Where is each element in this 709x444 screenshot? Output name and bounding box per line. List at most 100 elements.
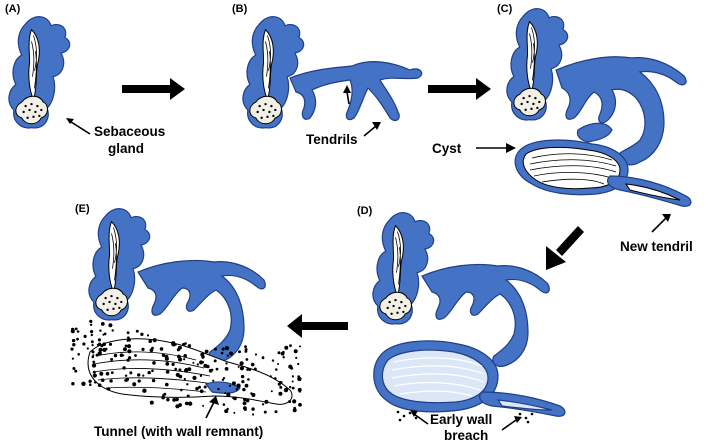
panel-b-tendrils bbox=[289, 61, 423, 122]
inflammatory-dot bbox=[142, 388, 147, 393]
inflammatory-dot bbox=[102, 342, 106, 347]
inflammatory-dot bbox=[239, 361, 244, 366]
inflammatory-dot bbox=[126, 331, 130, 335]
panel-d-cyst bbox=[381, 349, 489, 404]
inflammatory-dot bbox=[140, 332, 144, 336]
inflammatory-dot bbox=[72, 343, 76, 347]
panel-d-new-tendril-lumen bbox=[496, 399, 553, 411]
inflammatory-dot bbox=[132, 382, 137, 387]
inflammatory-dot bbox=[271, 359, 275, 362]
inflammatory-dot bbox=[221, 347, 225, 351]
inflammatory-dot bbox=[291, 380, 294, 383]
panel-e-wall-remnant bbox=[205, 381, 241, 394]
inflammatory-dot bbox=[187, 367, 192, 372]
inflammatory-dot bbox=[110, 358, 114, 361]
inflammatory-dot bbox=[103, 332, 107, 336]
inflammatory-dot bbox=[183, 358, 186, 361]
label-tendrils: Tendrils bbox=[306, 132, 358, 147]
inflammatory-dot bbox=[178, 357, 183, 362]
inflammatory-dot bbox=[146, 334, 150, 337]
inflammatory-dot bbox=[92, 360, 96, 364]
inflammatory-dot bbox=[220, 351, 224, 355]
inflammatory-dot bbox=[292, 408, 297, 413]
panel-e-tendril-network bbox=[137, 259, 266, 363]
inflammatory-dot bbox=[187, 344, 192, 348]
inflammatory-dot bbox=[192, 375, 197, 380]
inflammatory-dot bbox=[159, 347, 164, 351]
inflammatory-dot bbox=[199, 374, 203, 377]
inflammatory-dot bbox=[89, 323, 93, 326]
inflammatory-dot bbox=[100, 322, 105, 326]
panel-a-follicle bbox=[8, 16, 71, 129]
inflammatory-dot bbox=[178, 368, 182, 372]
inflammatory-dot bbox=[295, 356, 298, 359]
inflammatory-dot bbox=[97, 383, 102, 388]
inflammatory-dot bbox=[275, 368, 278, 371]
inflammatory-dot bbox=[246, 368, 250, 371]
panel-d-breach-pointer-right bbox=[501, 419, 517, 431]
inflammatory-dot bbox=[240, 374, 245, 379]
inflammatory-dot bbox=[123, 348, 127, 351]
inflammatory-dot bbox=[293, 406, 297, 410]
inflammatory-dot bbox=[239, 366, 244, 371]
inflammatory-dot bbox=[251, 393, 256, 397]
inflammatory-dot bbox=[76, 330, 80, 333]
inflammatory-dot bbox=[76, 337, 79, 341]
label-early-wall-line2: breach bbox=[444, 428, 488, 443]
inflammatory-dot bbox=[278, 391, 283, 396]
inflammatory-dot bbox=[224, 392, 227, 395]
inflammatory-dot bbox=[110, 371, 114, 374]
inflammatory-dot bbox=[245, 398, 250, 403]
panel-c-follicle bbox=[506, 8, 569, 121]
inflammatory-dot bbox=[292, 399, 297, 404]
inflammatory-dot bbox=[298, 402, 302, 407]
inflammatory-dot bbox=[244, 350, 248, 353]
inflammatory-dot bbox=[242, 387, 246, 392]
inflammatory-dot bbox=[236, 383, 241, 388]
panel-c-new-tendril-lumen bbox=[624, 183, 681, 201]
inflammatory-dot bbox=[233, 396, 237, 401]
inflammatory-dot bbox=[127, 349, 132, 354]
inflammatory-dot bbox=[221, 378, 225, 381]
inflammatory-dot bbox=[241, 380, 245, 384]
inflammatory-dot bbox=[231, 381, 236, 386]
inflammatory-dot bbox=[229, 351, 233, 356]
inflammatory-dot bbox=[298, 390, 301, 393]
inflammatory-dot bbox=[291, 386, 295, 390]
inflammatory-dot bbox=[98, 342, 102, 346]
arrow-a-to-b bbox=[122, 78, 185, 100]
inflammatory-dot bbox=[293, 349, 298, 354]
inflammatory-dot bbox=[108, 323, 113, 328]
inflammatory-dot bbox=[72, 367, 76, 370]
inflammatory-dot bbox=[183, 377, 186, 381]
inflammatory-dot bbox=[70, 347, 74, 351]
inflammatory-dot bbox=[108, 342, 113, 346]
panel-e-tag: (E) bbox=[75, 203, 90, 215]
inflammatory-dot bbox=[297, 362, 300, 366]
inflammatory-dot bbox=[129, 372, 133, 375]
inflammatory-dot bbox=[166, 398, 170, 402]
inflammatory-dot bbox=[270, 390, 273, 393]
inflammatory-dot bbox=[151, 378, 156, 383]
inflammatory-dot bbox=[165, 382, 169, 387]
inflammatory-dot bbox=[98, 347, 103, 352]
inflammatory-dot bbox=[81, 381, 86, 386]
inflammatory-dot bbox=[254, 353, 258, 356]
inflammatory-dot bbox=[274, 410, 278, 414]
inflammatory-dot bbox=[203, 385, 207, 389]
inflammatory-dot bbox=[243, 398, 247, 402]
inflammatory-dot bbox=[224, 409, 229, 414]
inflammatory-dot bbox=[237, 365, 240, 368]
arrow-b-to-c bbox=[428, 78, 491, 100]
inflammatory-dot bbox=[213, 359, 217, 363]
inflammatory-dot bbox=[163, 392, 167, 396]
inflammatory-dot bbox=[289, 385, 292, 389]
inflammatory-dot bbox=[200, 352, 205, 357]
inflammatory-dot bbox=[104, 347, 108, 351]
panel-b-follicle bbox=[242, 16, 305, 129]
inflammatory-dot bbox=[228, 384, 231, 387]
inflammatory-dot bbox=[263, 410, 267, 414]
inflammatory-dot bbox=[183, 354, 187, 358]
inflammatory-dot bbox=[91, 355, 95, 359]
panel-d-tag: (D) bbox=[357, 205, 373, 217]
